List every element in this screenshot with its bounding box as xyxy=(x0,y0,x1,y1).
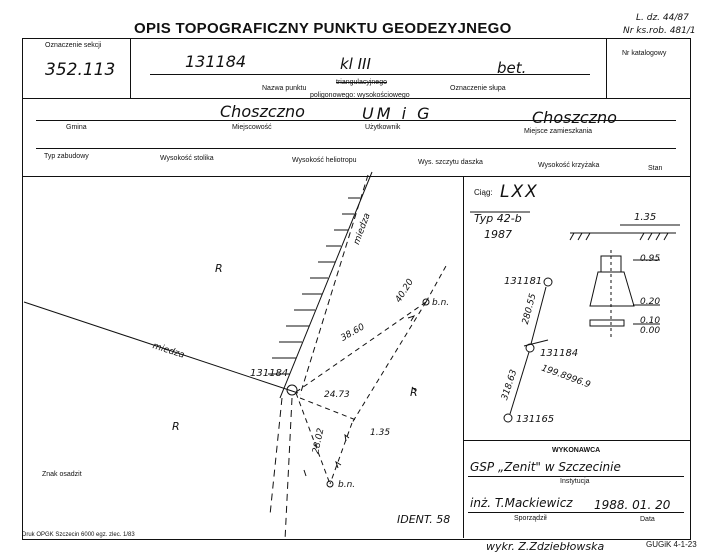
miejscowosc-label: Miejscowość xyxy=(232,124,272,131)
h-095: 0.95 xyxy=(640,254,661,264)
typ-zabudowy-label: Typ zabudowy xyxy=(44,153,89,160)
pt-131184: 131184 xyxy=(540,348,579,359)
divider xyxy=(468,476,684,477)
depth-value: 1.35 xyxy=(634,212,657,223)
ref-nr: Nr ks.rob. 481/1 xyxy=(623,26,696,36)
point-131184: 131184 xyxy=(250,368,289,379)
form-frame xyxy=(22,38,691,540)
bn-bottom: b.n. xyxy=(338,480,356,490)
miejscowosc-value: Choszczno xyxy=(220,102,305,121)
instytucja-label: Instytucja xyxy=(560,478,590,485)
sekcja-label: Oznaczenie sekcji xyxy=(45,42,102,49)
year-value: 1987 xyxy=(484,228,512,241)
dist-1-35: 1.35 xyxy=(370,428,391,438)
divider xyxy=(150,74,590,75)
pt-131181: 131181 xyxy=(504,276,543,287)
print-info: Druk OPGK Szczecin 6000 egz. zlec. 1/83 xyxy=(22,532,135,538)
page-title: OPIS TOPOGRAFICZNY PUNKTU GEODEZYJNEGO xyxy=(134,20,512,37)
wykonawca-title: WYKONAWCA xyxy=(552,447,601,454)
divider xyxy=(468,512,684,513)
stan-label: Stan xyxy=(648,165,663,172)
wys-daszka-label: Wys. szczytu daszka xyxy=(418,159,483,166)
typ-value: Typ 42-b xyxy=(474,212,522,225)
gmina-label: Gmina xyxy=(66,124,87,131)
divider xyxy=(36,120,676,121)
divider xyxy=(22,176,690,177)
numer-value: 131184 xyxy=(185,52,247,71)
h-000: 0.00 xyxy=(640,326,661,336)
polig-label: poligonowego: wysokościowego xyxy=(310,92,410,99)
divider xyxy=(463,440,690,441)
region-r2: R xyxy=(410,386,418,399)
divider xyxy=(463,176,464,538)
slup-value: bet. xyxy=(497,59,527,77)
wys-krzyzaka-label: Wysokość krzyżaka xyxy=(538,162,600,169)
instytucja-value: GSP „Zenit" w Szczecinie xyxy=(470,460,621,474)
znak-osadzit: Znak osadzit xyxy=(42,471,82,478)
region-r3: R xyxy=(172,420,180,433)
divider xyxy=(606,38,607,98)
trian-label: triangulacyjnego xyxy=(336,79,387,86)
nazwa-label: Nazwa punktu xyxy=(262,85,307,92)
divider xyxy=(22,98,690,99)
zamieszkania-label: Miejsce zamieszkania xyxy=(524,128,593,135)
dist-24-73: 24.73 xyxy=(324,390,350,400)
nazwa-value: kl III xyxy=(340,55,371,73)
ident: IDENT. 58 xyxy=(397,513,451,526)
uzytkownik-label: Użytkownik xyxy=(365,124,401,131)
region-r1: R xyxy=(215,262,223,275)
zamieszkania-value: Choszczno xyxy=(532,108,617,127)
ref-ldz: L. dz. 44/87 xyxy=(636,13,689,23)
sporzadzil-label: Sporządził xyxy=(514,515,547,522)
ciag-label: Ciąg: xyxy=(474,188,493,197)
data-value: 1988. 01. 20 xyxy=(594,498,671,512)
data-label: Data xyxy=(640,516,655,523)
h-010: 0.10 xyxy=(640,316,661,326)
sekcja-value: 352.113 xyxy=(45,60,116,80)
uzytkownik-value: UM i G xyxy=(362,104,433,123)
ciag-value: LXX xyxy=(500,182,539,202)
pt-131165: 131165 xyxy=(516,414,555,425)
wykr-signature: wykr. Z.Zdziebłowska xyxy=(486,540,605,553)
slup-label: Oznaczenie słupa xyxy=(450,85,506,92)
gugik-code: GUGiK 4-1-23 xyxy=(646,540,697,549)
sporzadzil-value: inż. T.Mackiewicz xyxy=(470,496,573,510)
divider xyxy=(130,38,131,98)
wys-stolika-label: Wysokość stolika xyxy=(160,155,214,162)
divider xyxy=(36,148,676,149)
h-020: 0.20 xyxy=(640,297,661,307)
bn-top: b.n. xyxy=(432,298,450,308)
wys-heliotropu-label: Wysokość heliotropu xyxy=(292,157,357,164)
katalog-label: Nr katalogowy xyxy=(622,50,667,57)
